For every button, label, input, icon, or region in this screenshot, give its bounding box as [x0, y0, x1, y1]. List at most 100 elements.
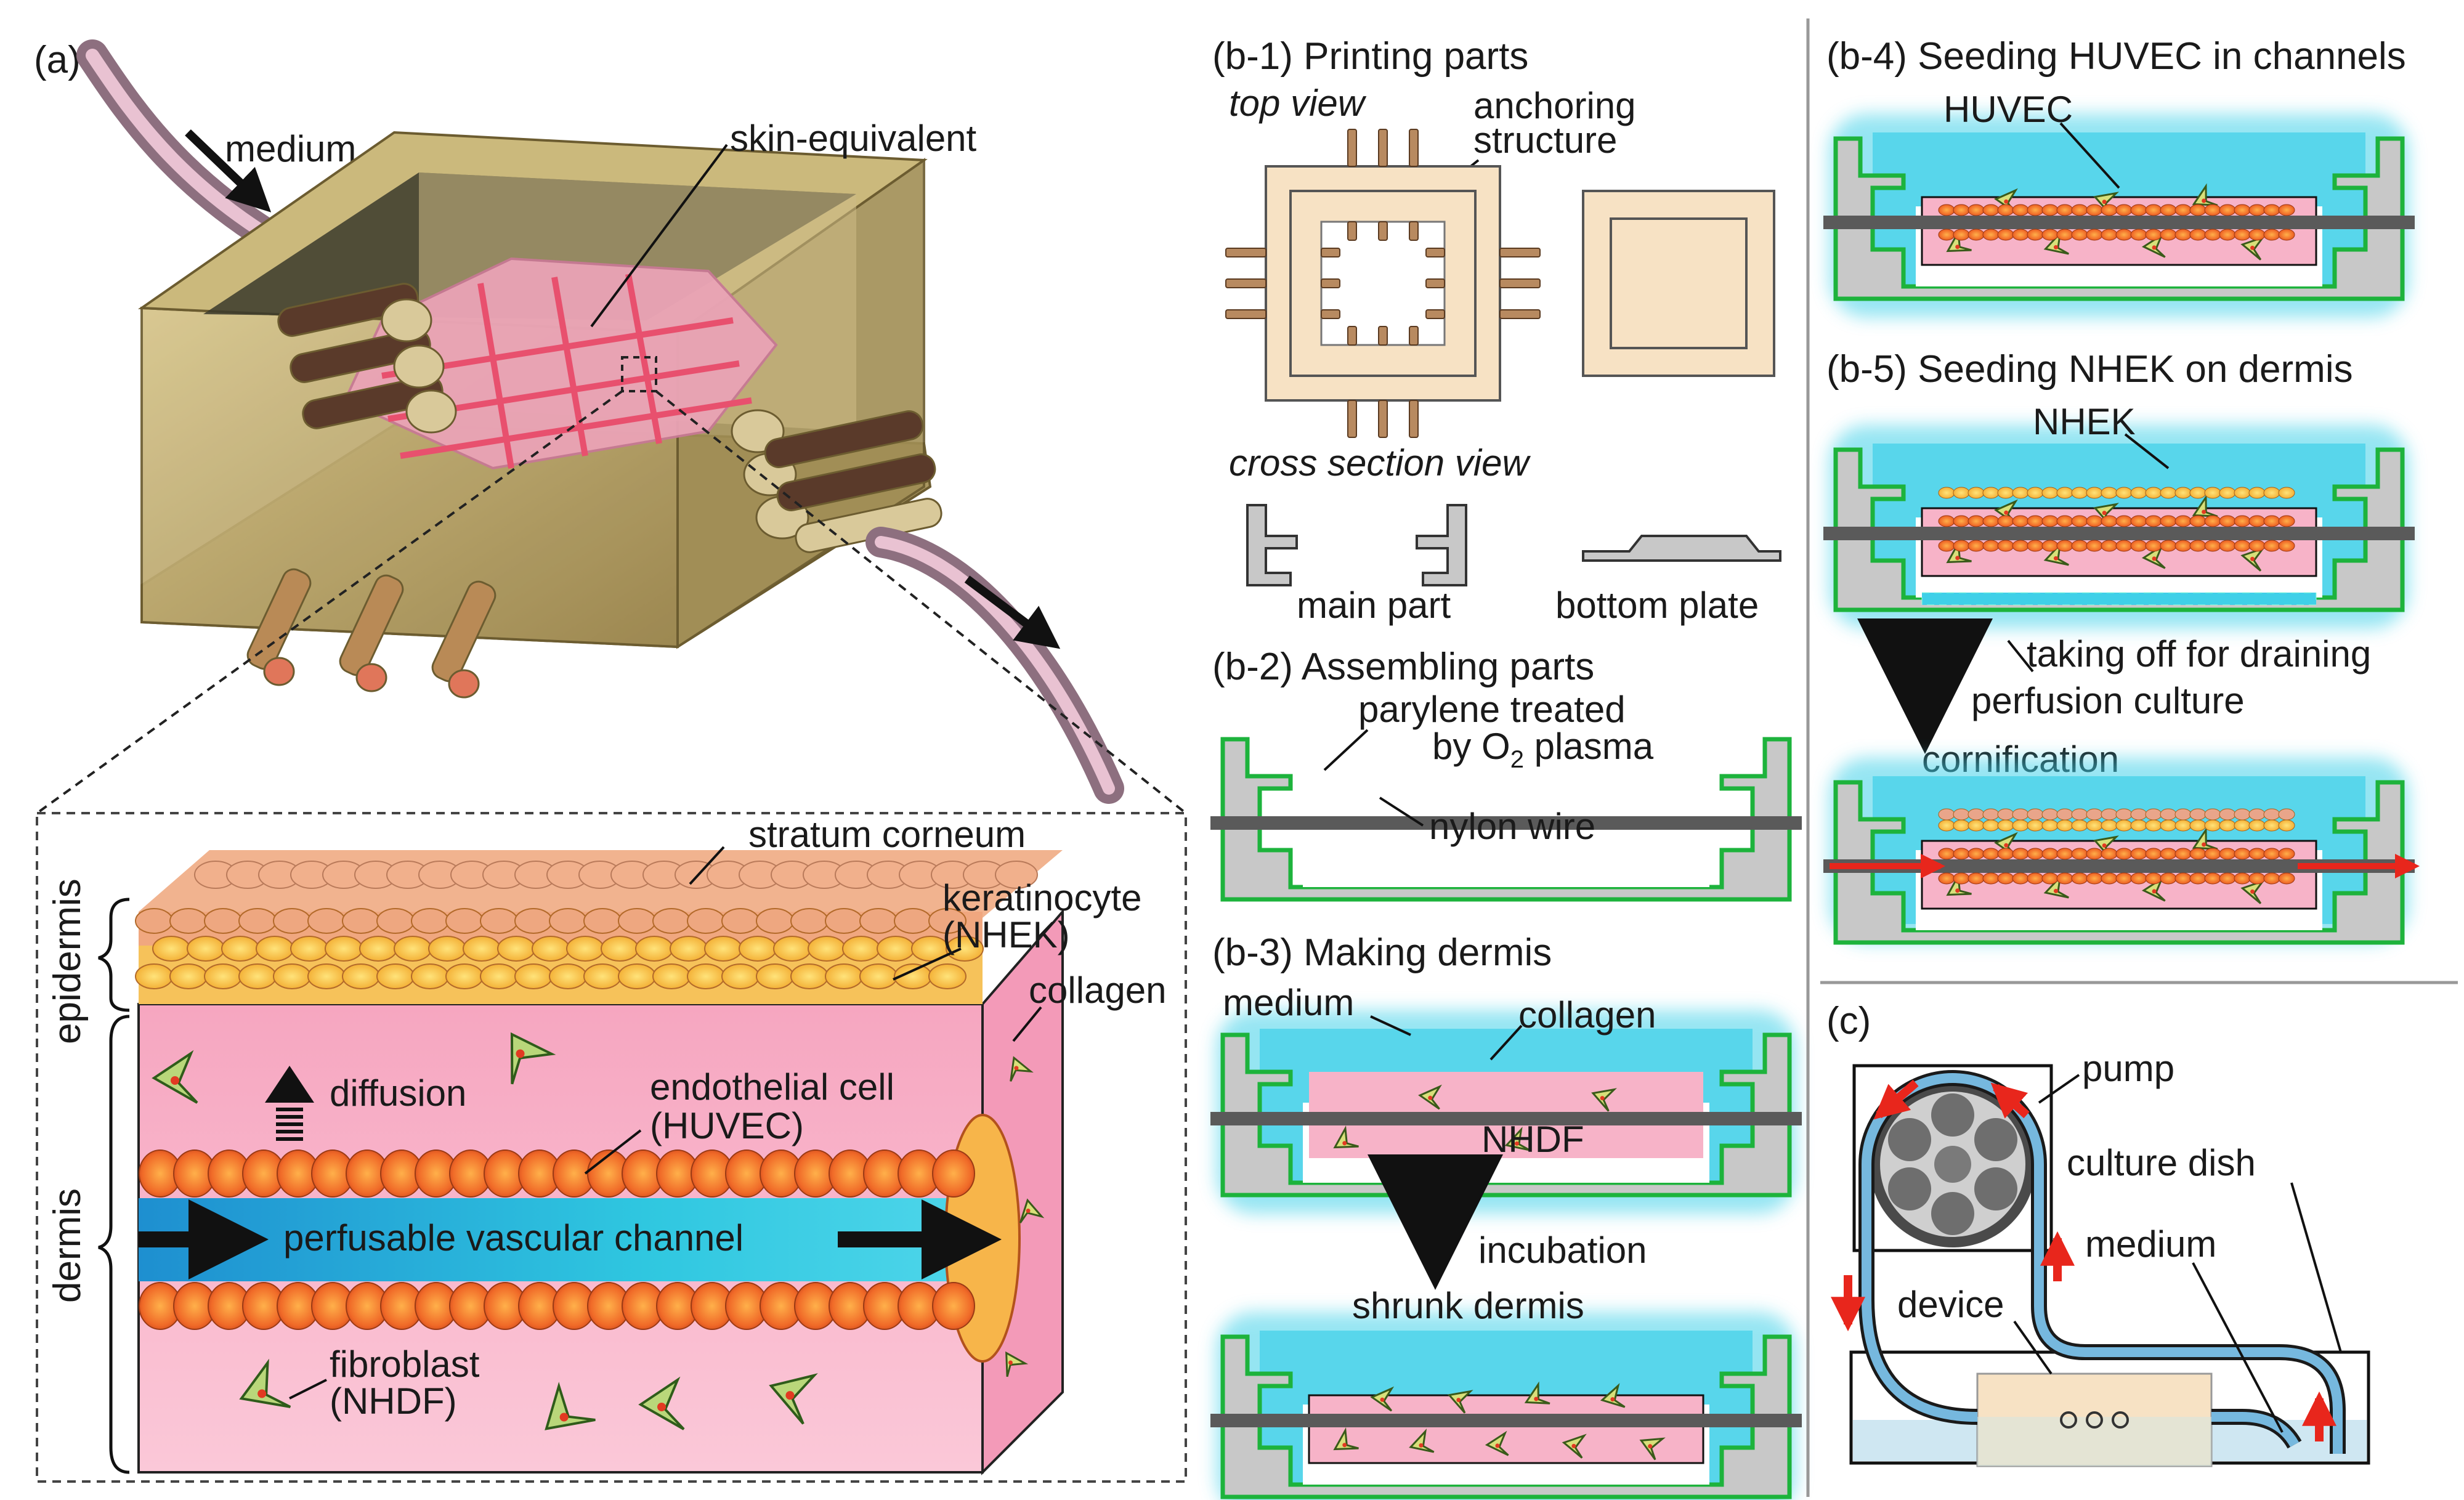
keratinocyte-cell	[376, 963, 415, 989]
keratinocyte-cell	[445, 963, 484, 989]
anchoring-pin	[1409, 326, 1419, 346]
keratinocyte-cell	[135, 908, 173, 934]
anchoring-pin	[1321, 248, 1340, 257]
culture-device	[1976, 1372, 2213, 1467]
keratinocyte-cell	[859, 963, 898, 989]
keratinocyte-cell	[359, 936, 397, 962]
pump-assembly	[1852, 1064, 2053, 1252]
zoom-box	[36, 812, 1187, 1483]
keratinocyte-cell	[687, 908, 725, 934]
b5-taking-off-label: taking off for draining	[2027, 633, 2371, 675]
keratinocyte-cell	[739, 936, 777, 962]
endothelial-cell	[932, 1282, 975, 1330]
keratinocyte-cell	[238, 908, 277, 934]
anchoring-pin	[1378, 400, 1388, 438]
c-medium-label: medium	[2085, 1223, 2216, 1265]
epidermis-label: epidermis	[46, 878, 89, 1044]
endothelial-label: endothelial cell	[650, 1066, 894, 1108]
anchoring-pin	[1378, 326, 1388, 346]
b2-parylene-1: parylene treated	[1358, 689, 1626, 730]
b3-collagen-label: collagen	[1518, 994, 1656, 1036]
endothelial-abbr: (HUVEC)	[650, 1105, 804, 1146]
keratinocyte-cell	[290, 936, 328, 962]
b2-device	[1210, 737, 1802, 902]
anchoring-pin	[1409, 221, 1419, 241]
keratinocyte-cell	[273, 963, 311, 989]
keratinocyte-cell	[169, 963, 208, 989]
keratinocyte-cell	[687, 963, 725, 989]
corneocyte-cell	[995, 861, 1038, 889]
keratinocyte-cell	[428, 936, 466, 962]
endothelial-leader	[584, 1129, 642, 1175]
keratinocyte-cell	[583, 908, 622, 934]
anchoring-pin	[1347, 400, 1357, 438]
keratinocyte-cell	[773, 936, 811, 962]
keratinocyte-leader	[893, 947, 962, 981]
keratinocyte-cell	[756, 963, 794, 989]
keratinocyte-cell	[946, 936, 984, 962]
anchoring-pin	[1225, 309, 1266, 319]
keratinocyte-abbr: (NHEK)	[942, 914, 1070, 955]
collagen-label-a: collagen	[1029, 970, 1167, 1011]
keratinocyte-label: keratinocyte	[942, 877, 1142, 918]
keratinocyte-cell	[342, 908, 380, 934]
collagen-leader-a	[1012, 1006, 1042, 1042]
outlet-tube-highlight	[875, 536, 1115, 795]
keratinocyte-cell	[549, 908, 587, 934]
keratinocyte-cell	[169, 908, 208, 934]
keratinocyte-cell	[376, 908, 415, 934]
keratinocyte-cell	[652, 963, 691, 989]
b4-huvec-leader	[2059, 122, 2120, 189]
anchoring-pin	[1378, 221, 1388, 241]
fibroblast-leader	[289, 1379, 327, 1400]
zoom-line-left	[36, 390, 623, 814]
keratinocyte-cell	[463, 936, 501, 962]
anchoring-pin	[1499, 248, 1541, 257]
keratinocyte-cell	[825, 963, 863, 989]
stratum-corneum-leader	[689, 846, 725, 885]
b3-shrunk-label: shrunk dermis	[1352, 1285, 1584, 1326]
b1-cross-section: cross section view	[1229, 442, 1531, 484]
c-dish-label: culture dish	[2067, 1142, 2256, 1183]
keratinocyte-cell	[256, 936, 294, 962]
keratinocyte-cell	[756, 908, 794, 934]
keratinocyte-cell	[273, 908, 311, 934]
pump-flow-arrows	[1831, 1079, 2336, 1441]
anchoring-pin	[1225, 278, 1266, 288]
b2-nylon-leader	[1379, 797, 1424, 827]
b1-anchoring-2: structure	[1473, 120, 1617, 161]
keratinocyte-cell	[808, 936, 846, 962]
b1-anchoring-1: anchoring	[1473, 85, 1636, 126]
keratinocyte-cell	[497, 936, 535, 962]
keratinocyte-cell	[549, 963, 587, 989]
endothelial-cell	[932, 1149, 975, 1198]
b4-device	[1823, 114, 2415, 317]
b5-nhek-leader	[2124, 433, 2170, 469]
b1-bottom-plate-cross	[1582, 535, 1781, 562]
c-device-label: device	[1897, 1284, 2004, 1325]
medium-in-label: medium	[225, 128, 356, 169]
keratinocyte-cell	[618, 908, 656, 934]
diffusion-label: diffusion	[330, 1072, 466, 1114]
anchoring-pin	[1225, 248, 1266, 257]
anchoring-pin	[1347, 326, 1357, 346]
diffusion-arrow	[265, 1066, 314, 1141]
b4-huvec-label: HUVEC	[1943, 89, 2073, 130]
b5-device-nhek	[1823, 425, 2415, 628]
anchoring-pin	[1409, 400, 1419, 438]
anchoring-pin	[1321, 278, 1340, 288]
anchoring-pin	[1425, 309, 1445, 319]
keratinocyte-cell	[187, 936, 225, 962]
keratinocyte-cell	[859, 908, 898, 934]
medium-out-arrow	[964, 575, 1061, 649]
b5-perfusion-label: perfusion culture	[1971, 680, 2245, 721]
keratinocyte-cell	[307, 963, 346, 989]
epidermis-brace	[98, 898, 130, 1012]
channel-label: perfusable vascular channel	[283, 1217, 744, 1259]
c-pump-leader	[2038, 1074, 2080, 1104]
keratinocyte-cell	[221, 936, 259, 962]
anchoring-pin	[1499, 278, 1541, 288]
c-medium-leader	[2192, 1262, 2284, 1433]
b3-collagen-leader	[1489, 1024, 1523, 1061]
b3-medium-label: medium	[1223, 982, 1354, 1023]
